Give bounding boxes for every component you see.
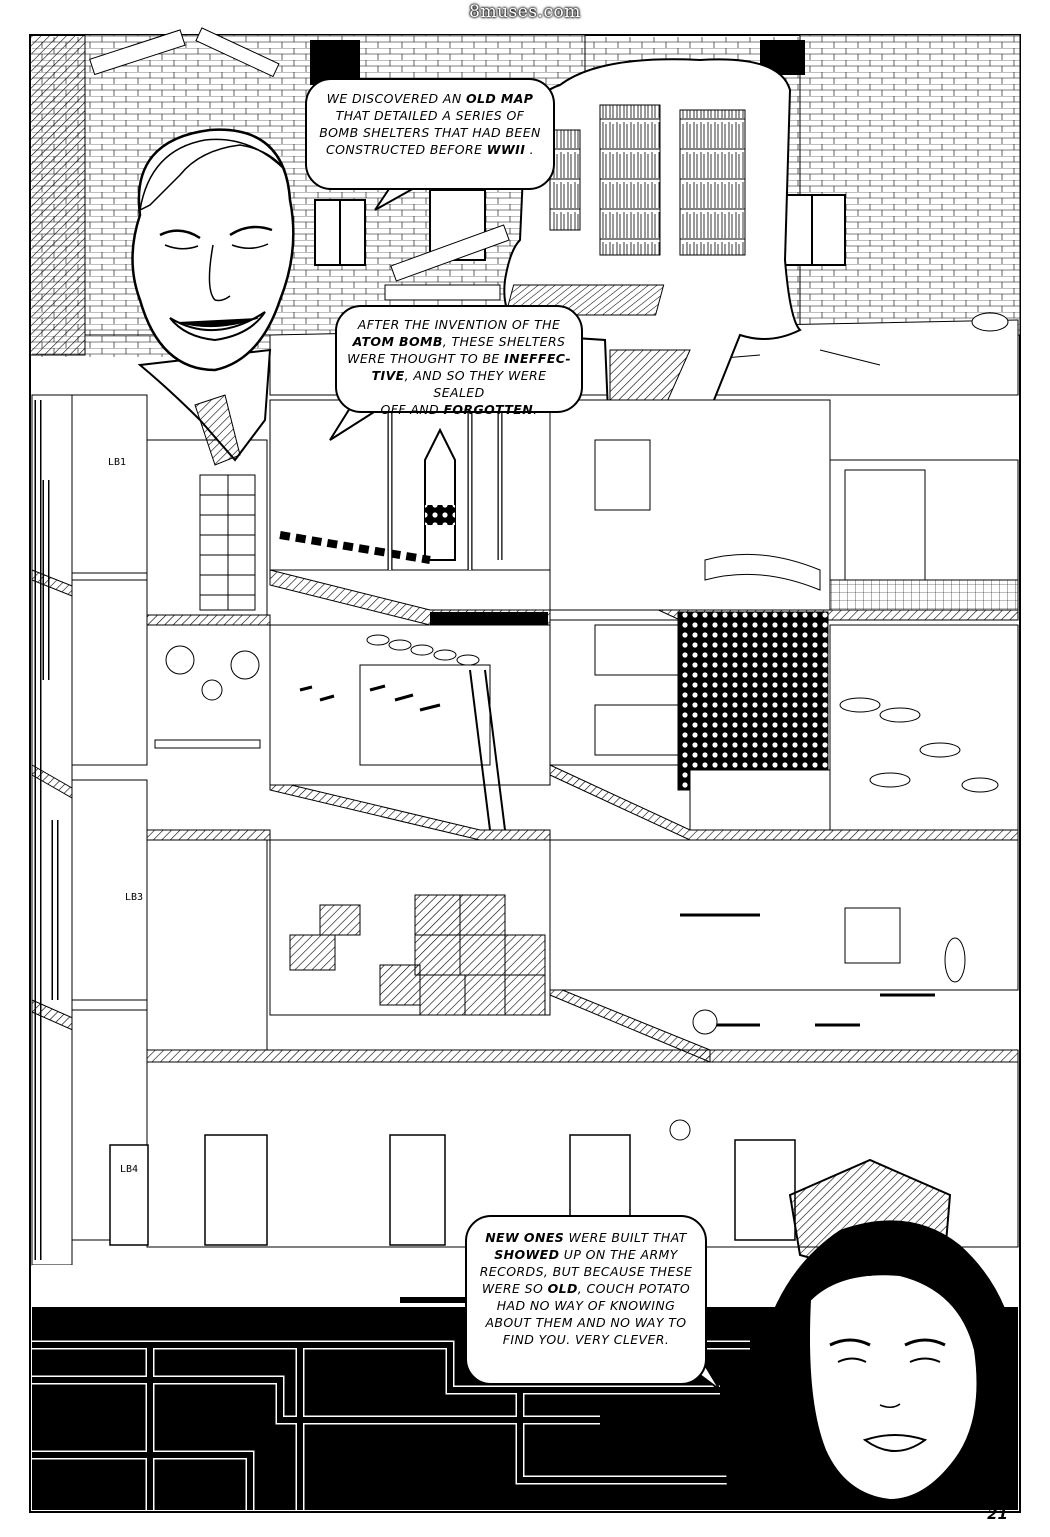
man-portrait <box>131 128 295 466</box>
speech-balloon-old-map: WE DISCOVERED AN OLD MAP THAT DETAILED A… <box>305 78 555 190</box>
bunker-cross-section <box>31 394 1019 1510</box>
label-lb1: LB1 <box>108 457 126 468</box>
label-lb4: LB4 <box>120 1164 138 1175</box>
woman-portrait <box>726 1158 1018 1510</box>
speech-balloon-new-ones: NEW ONES WERE BUILT THAT SHOWED UP ON TH… <box>465 1215 707 1385</box>
library-cutaway <box>503 58 802 469</box>
label-lb3: LB3 <box>125 892 143 903</box>
speech-balloon-atom-bomb: AFTER THE INVENTION OF THE ATOM BOMB, TH… <box>335 305 583 417</box>
page-number: 21 <box>987 1505 1008 1523</box>
site-watermark: 8muses.com <box>469 2 581 22</box>
